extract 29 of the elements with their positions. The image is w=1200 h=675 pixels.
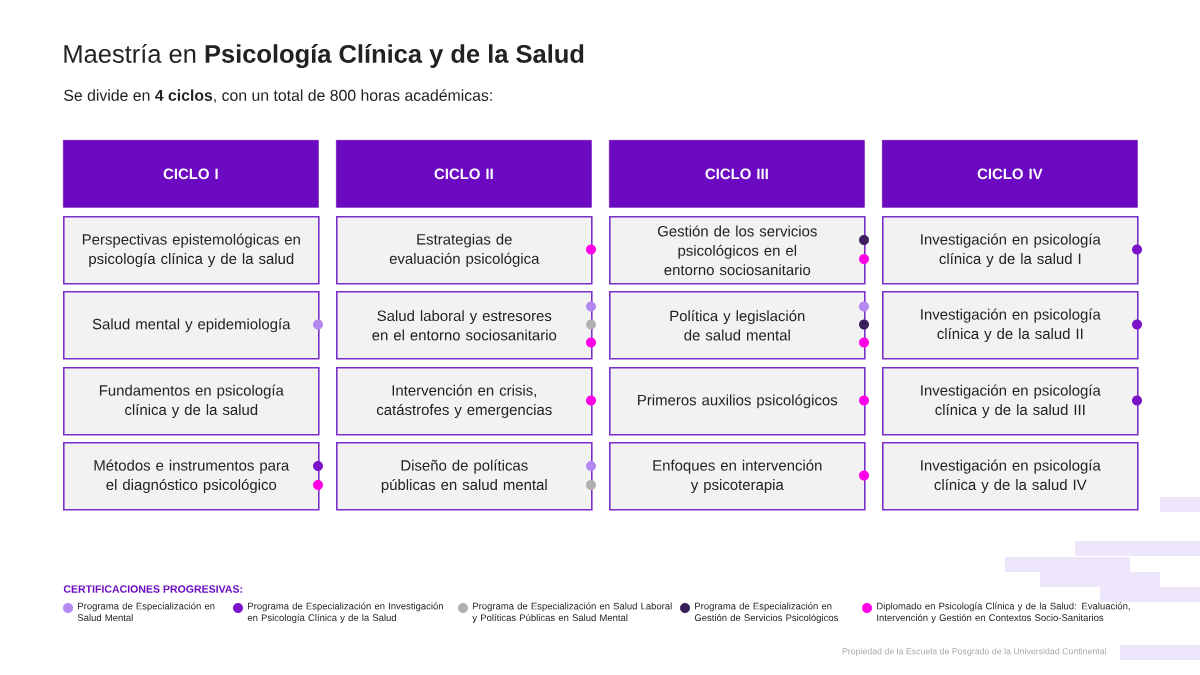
footer-note: Propiedad de la Escuela de Posgrado de la Universidad Continental — [842, 647, 1107, 657]
legend-label: Programa de Especialización en Salud Mental — [77, 602, 215, 622]
cycle-header: CICLO II — [336, 140, 592, 208]
course-box: Investigación en psicología clínica y de la salud II — [882, 291, 1139, 360]
course-box: Estrategias de evaluación psicológica — [336, 216, 593, 285]
legend-label: Programa de Especialización en Gestión de Servicios Psicológicos — [694, 602, 838, 623]
course-box: Intervención en crisis, catástrofes y emergencias — [336, 367, 593, 436]
course-box: Métodos e instrumentos para el diagnóstico psicológico — [63, 442, 320, 511]
course-box: Primeros auxilios psicológicos — [609, 367, 866, 436]
subtitle: Se divide en 4 ciclos, con un total de 800 horas académicas: — [64, 89, 492, 103]
course-box: Investigación en psicología clínica y de la salud III — [882, 367, 1139, 436]
course-box: Investigación en psicología clínica y de la salud I — [882, 216, 1139, 285]
course-box: Enfoques en intervención y psicoterapia — [609, 442, 866, 511]
title: Maestría en Psicología Clínica y de la Salud — [64, 43, 584, 69]
cycle-header: CICLO III — [609, 140, 865, 208]
legend-label: Programa de Especialización en Salud Laboral y Políticas Públicas en Salud Mental — [472, 602, 672, 623]
legend-heading: CERTIFICACIONES PROGRESIVAS: — [63, 585, 242, 593]
course-box: Fundamentos en psicología clínica y de la salud — [63, 367, 320, 436]
cycle-header: CICLO IV — [882, 140, 1138, 208]
course-box: Diseño de políticas públicas en salud mental — [336, 442, 593, 511]
course-box: Gestión de los servicios psicológicos en el entorno sociosanitario — [609, 216, 866, 285]
course-box: Salud mental y epidemiología — [63, 291, 320, 360]
legend-label: Diplomado en Psicología Clínica y de la Salud: Evaluación, Intervención y Gestión en Contextos Socio-Sanitarios — [877, 602, 1130, 623]
course-box: Investigación en psicología clínica y de la salud IV — [882, 442, 1139, 511]
course-box: Perspectivas epistemológicas en psicología clínica y de la salud — [63, 216, 320, 285]
legend-label: Programa de Especialización en Investigación en Psicología Clínica y de la Salud — [247, 602, 443, 623]
course-box: Política y legislación de salud mental — [609, 291, 866, 360]
course-box: Salud laboral y estresores en el entorno sociosanitario — [336, 291, 593, 360]
cycle-header: CICLO I — [63, 140, 319, 208]
